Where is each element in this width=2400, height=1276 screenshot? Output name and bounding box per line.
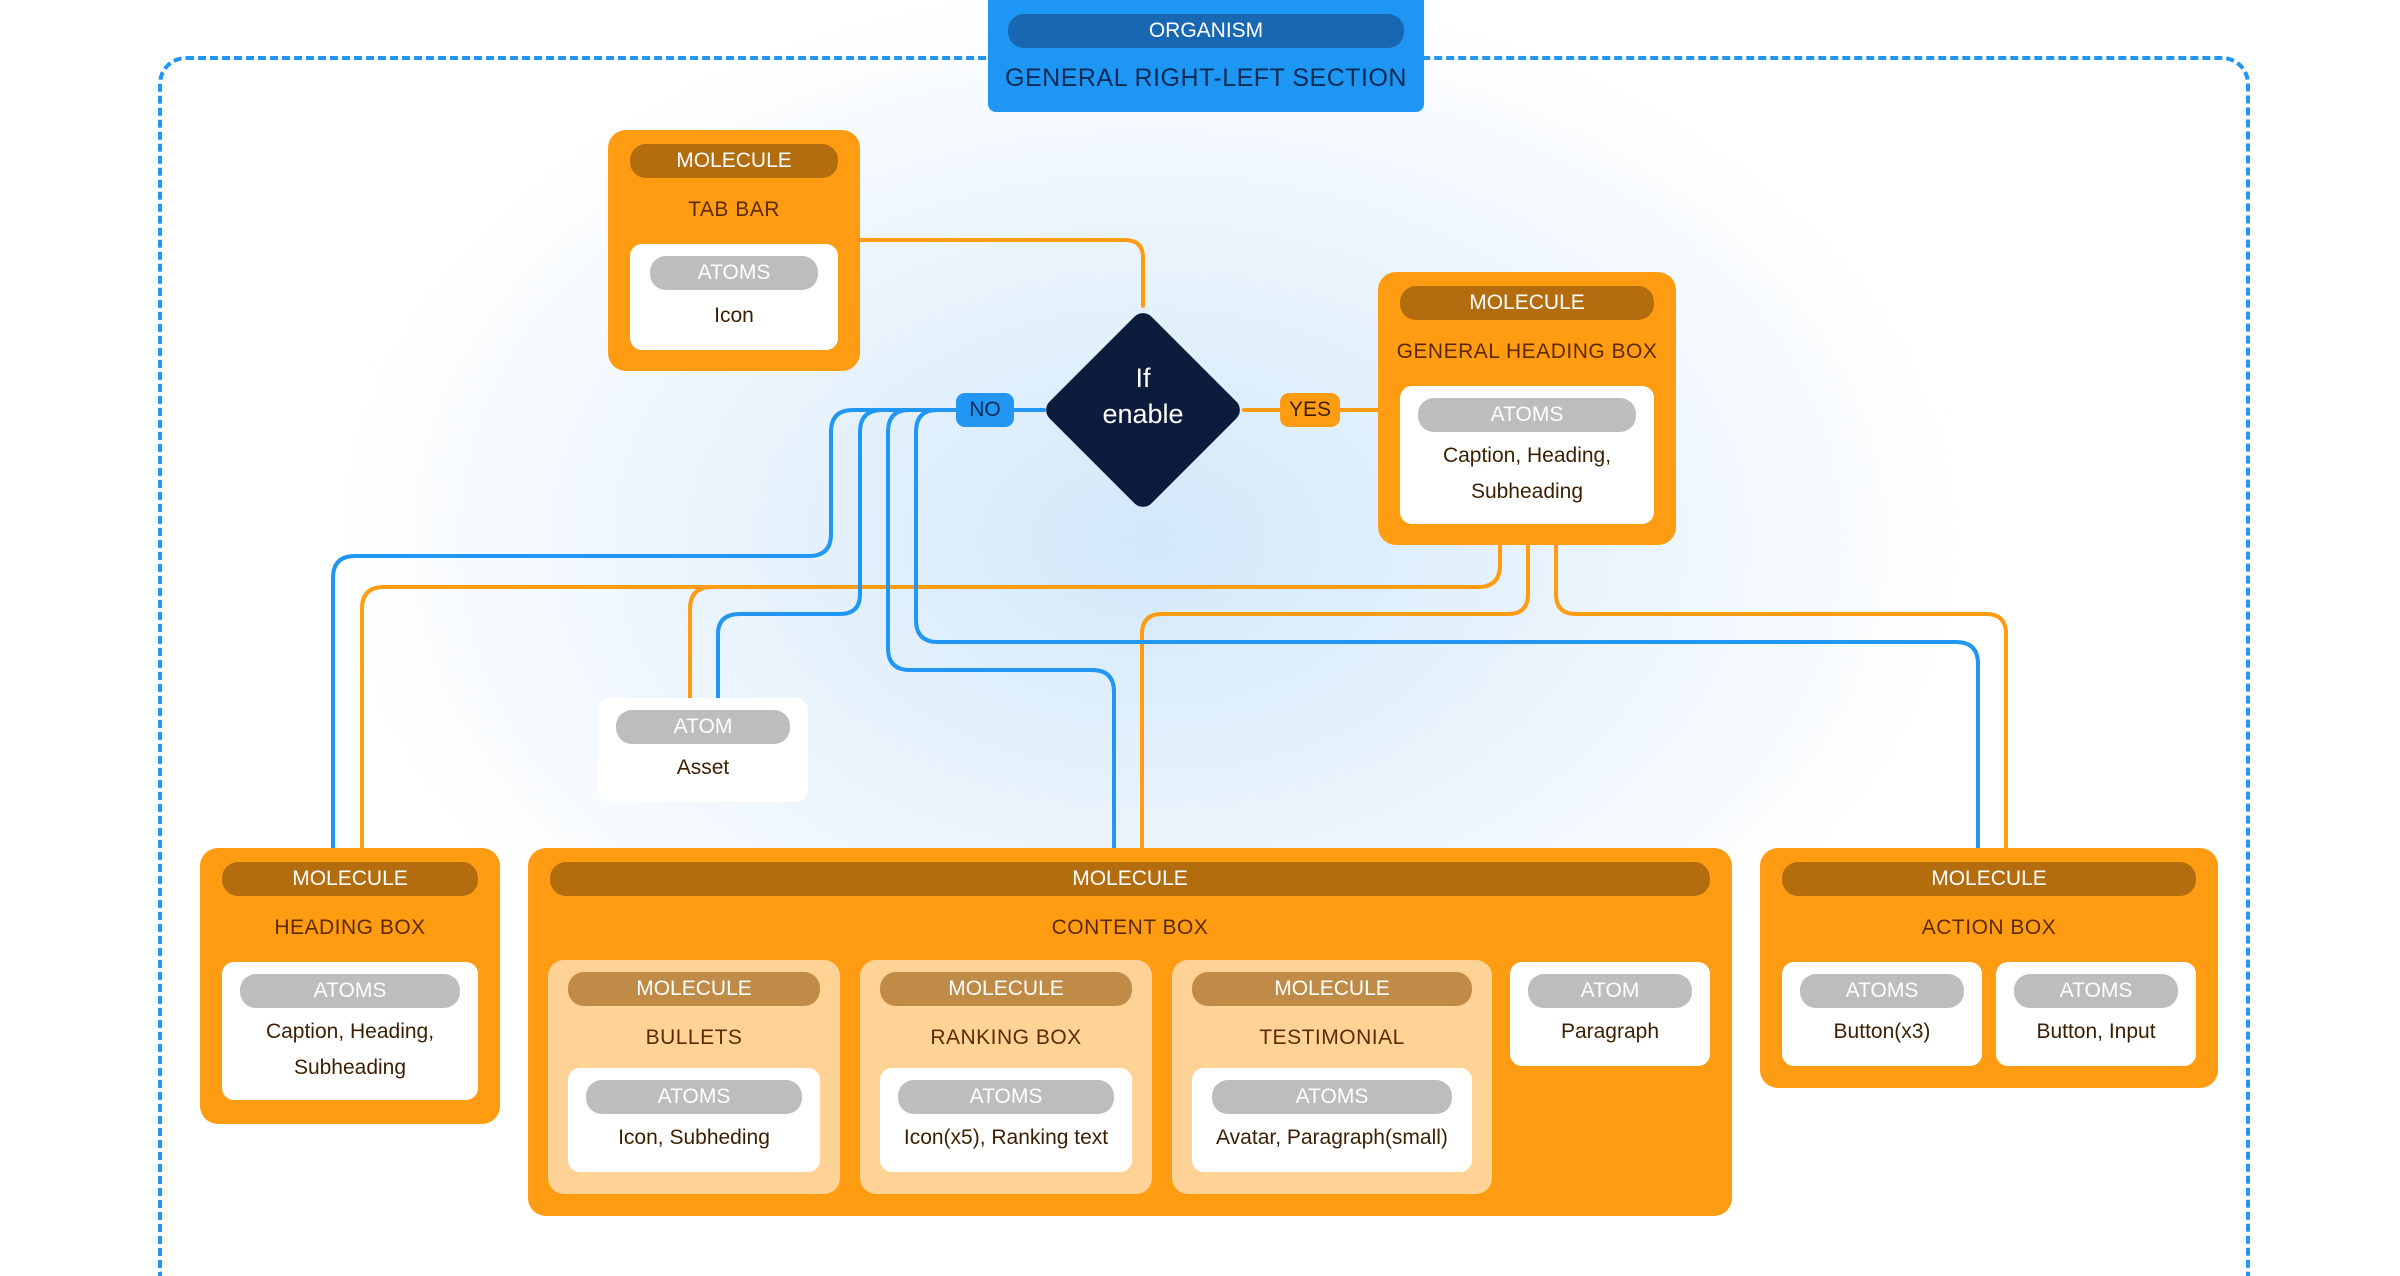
connector-heading-to-actionbox [1554, 543, 2008, 854]
tab-bar-atoms: Icon [714, 304, 754, 327]
action-box-atoms-2: Button, Input [2036, 1020, 2156, 1043]
bullets-atoms: Icon, Subheding [618, 1126, 770, 1149]
connector-heading-to-headingbox [360, 543, 1502, 854]
connector-heading-to-asset [688, 585, 714, 700]
tab-bar-atoms-label: ATOMS [650, 256, 818, 290]
heading-box-atoms-card: ATOMS Caption, Heading, Subheading [222, 962, 478, 1100]
ranking-box-molecule: MOLECULE RANKING BOX ATOMS Icon(x5), Ran… [860, 960, 1152, 1194]
general-heading-box-atoms-card: ATOMS Caption, Heading, Subheading [1400, 386, 1654, 524]
decision-line-2: enable [1102, 399, 1184, 429]
no-badge: NO [956, 393, 1014, 427]
heading-box-title: HEADING BOX [274, 916, 426, 939]
content-box-label: MOLECULE [550, 862, 1710, 896]
decision-line-1: If [1135, 363, 1151, 393]
paragraph-atom: ATOM Paragraph [1510, 962, 1710, 1066]
heading-box-atoms-line-1: Caption, Heading, [265, 1020, 435, 1043]
paragraph-atom-value: Paragraph [1560, 1020, 1660, 1043]
general-heading-box-atoms-label: ATOMS [1418, 398, 1636, 432]
action-box-molecule: MOLECULE ACTION BOX ATOMS Button(x3) ATO… [1760, 848, 2218, 1088]
ranking-box-label: MOLECULE [880, 972, 1132, 1006]
action-box-title: ACTION BOX [1921, 916, 2057, 939]
bullets-label: MOLECULE [568, 972, 820, 1006]
decision-text: If enable [1083, 360, 1203, 432]
content-box-molecule: MOLECULE CONTENT BOX MOLECULE BULLETS AT… [528, 848, 1732, 1216]
testimonial-atoms: Avatar, Paragraph(small) [1216, 1126, 1448, 1149]
connector-no-to-contentbox [886, 408, 1116, 854]
connector-no-to-actionbox [914, 408, 1980, 854]
organism-label: ORGANISM [1008, 14, 1404, 48]
asset-atom-label: ATOM [616, 710, 790, 744]
connector-heading-to-contentbox [1140, 543, 1530, 854]
bullets-title: BULLETS [645, 1026, 743, 1049]
connector-no-to-asset [716, 408, 902, 700]
organism-header: ORGANISM GENERAL RIGHT-LEFT SECTION [988, 0, 1424, 112]
ranking-box-atoms-label: ATOMS [898, 1080, 1114, 1114]
yes-badge: YES [1280, 393, 1340, 427]
tab-bar-molecule: MOLECULE TAB BAR ATOMS Icon [608, 130, 860, 371]
ranking-box-title: RANKING BOX [930, 1026, 1082, 1049]
tab-bar-title: TAB BAR [688, 198, 780, 221]
action-box-label: MOLECULE [1782, 862, 2196, 896]
bullets-atoms-card: ATOMS Icon, Subheding [568, 1068, 820, 1172]
action-box-atoms-1: Button(x3) [1833, 1020, 1931, 1043]
testimonial-atoms-label: ATOMS [1212, 1080, 1452, 1114]
general-heading-box-atoms-line-1: Caption, Heading, [1442, 444, 1612, 467]
heading-box-molecule: MOLECULE HEADING BOX ATOMS Caption, Head… [200, 848, 500, 1124]
heading-box-label: MOLECULE [222, 862, 478, 896]
general-heading-box-title: GENERAL HEADING BOX [1396, 340, 1658, 363]
testimonial-label: MOLECULE [1192, 972, 1472, 1006]
heading-box-atoms-label: ATOMS [240, 974, 460, 1008]
asset-atom: ATOM Asset [598, 698, 808, 802]
ranking-box-atoms-card: ATOMS Icon(x5), Ranking text [880, 1068, 1132, 1172]
heading-box-atoms-line-2: Subheading [293, 1056, 407, 1079]
general-heading-box-label: MOLECULE [1400, 286, 1654, 320]
action-box-atoms-1-label: ATOMS [1800, 974, 1964, 1008]
connector-no-to-headingbox [331, 408, 958, 854]
action-box-atoms-card-1: ATOMS Button(x3) [1782, 962, 1982, 1066]
ranking-box-atoms: Icon(x5), Ranking text [903, 1126, 1109, 1149]
tab-bar-atoms-card: ATOMS Icon [630, 244, 838, 350]
general-heading-box-atoms-line-2: Subheading [1470, 480, 1584, 503]
paragraph-atom-label: ATOM [1528, 974, 1692, 1008]
content-box-title: CONTENT BOX [1051, 916, 1209, 939]
testimonial-title: TESTIMONIAL [1259, 1026, 1405, 1049]
general-heading-box-molecule: MOLECULE GENERAL HEADING BOX ATOMS Capti… [1378, 272, 1676, 545]
action-box-atoms-2-label: ATOMS [2014, 974, 2178, 1008]
testimonial-molecule: MOLECULE TESTIMONIAL ATOMS Avatar, Parag… [1172, 960, 1492, 1194]
testimonial-atoms-card: ATOMS Avatar, Paragraph(small) [1192, 1068, 1472, 1172]
connector-tabbar-to-decision [858, 238, 1145, 308]
bullets-molecule: MOLECULE BULLETS ATOMS Icon, Subheding [548, 960, 840, 1194]
asset-atom-value: Asset [676, 756, 730, 779]
action-box-atoms-card-2: ATOMS Button, Input [1996, 962, 2196, 1066]
organism-title: GENERAL RIGHT-LEFT SECTION [1005, 64, 1407, 92]
bullets-atoms-label: ATOMS [586, 1080, 802, 1114]
tab-bar-label: MOLECULE [630, 144, 838, 178]
